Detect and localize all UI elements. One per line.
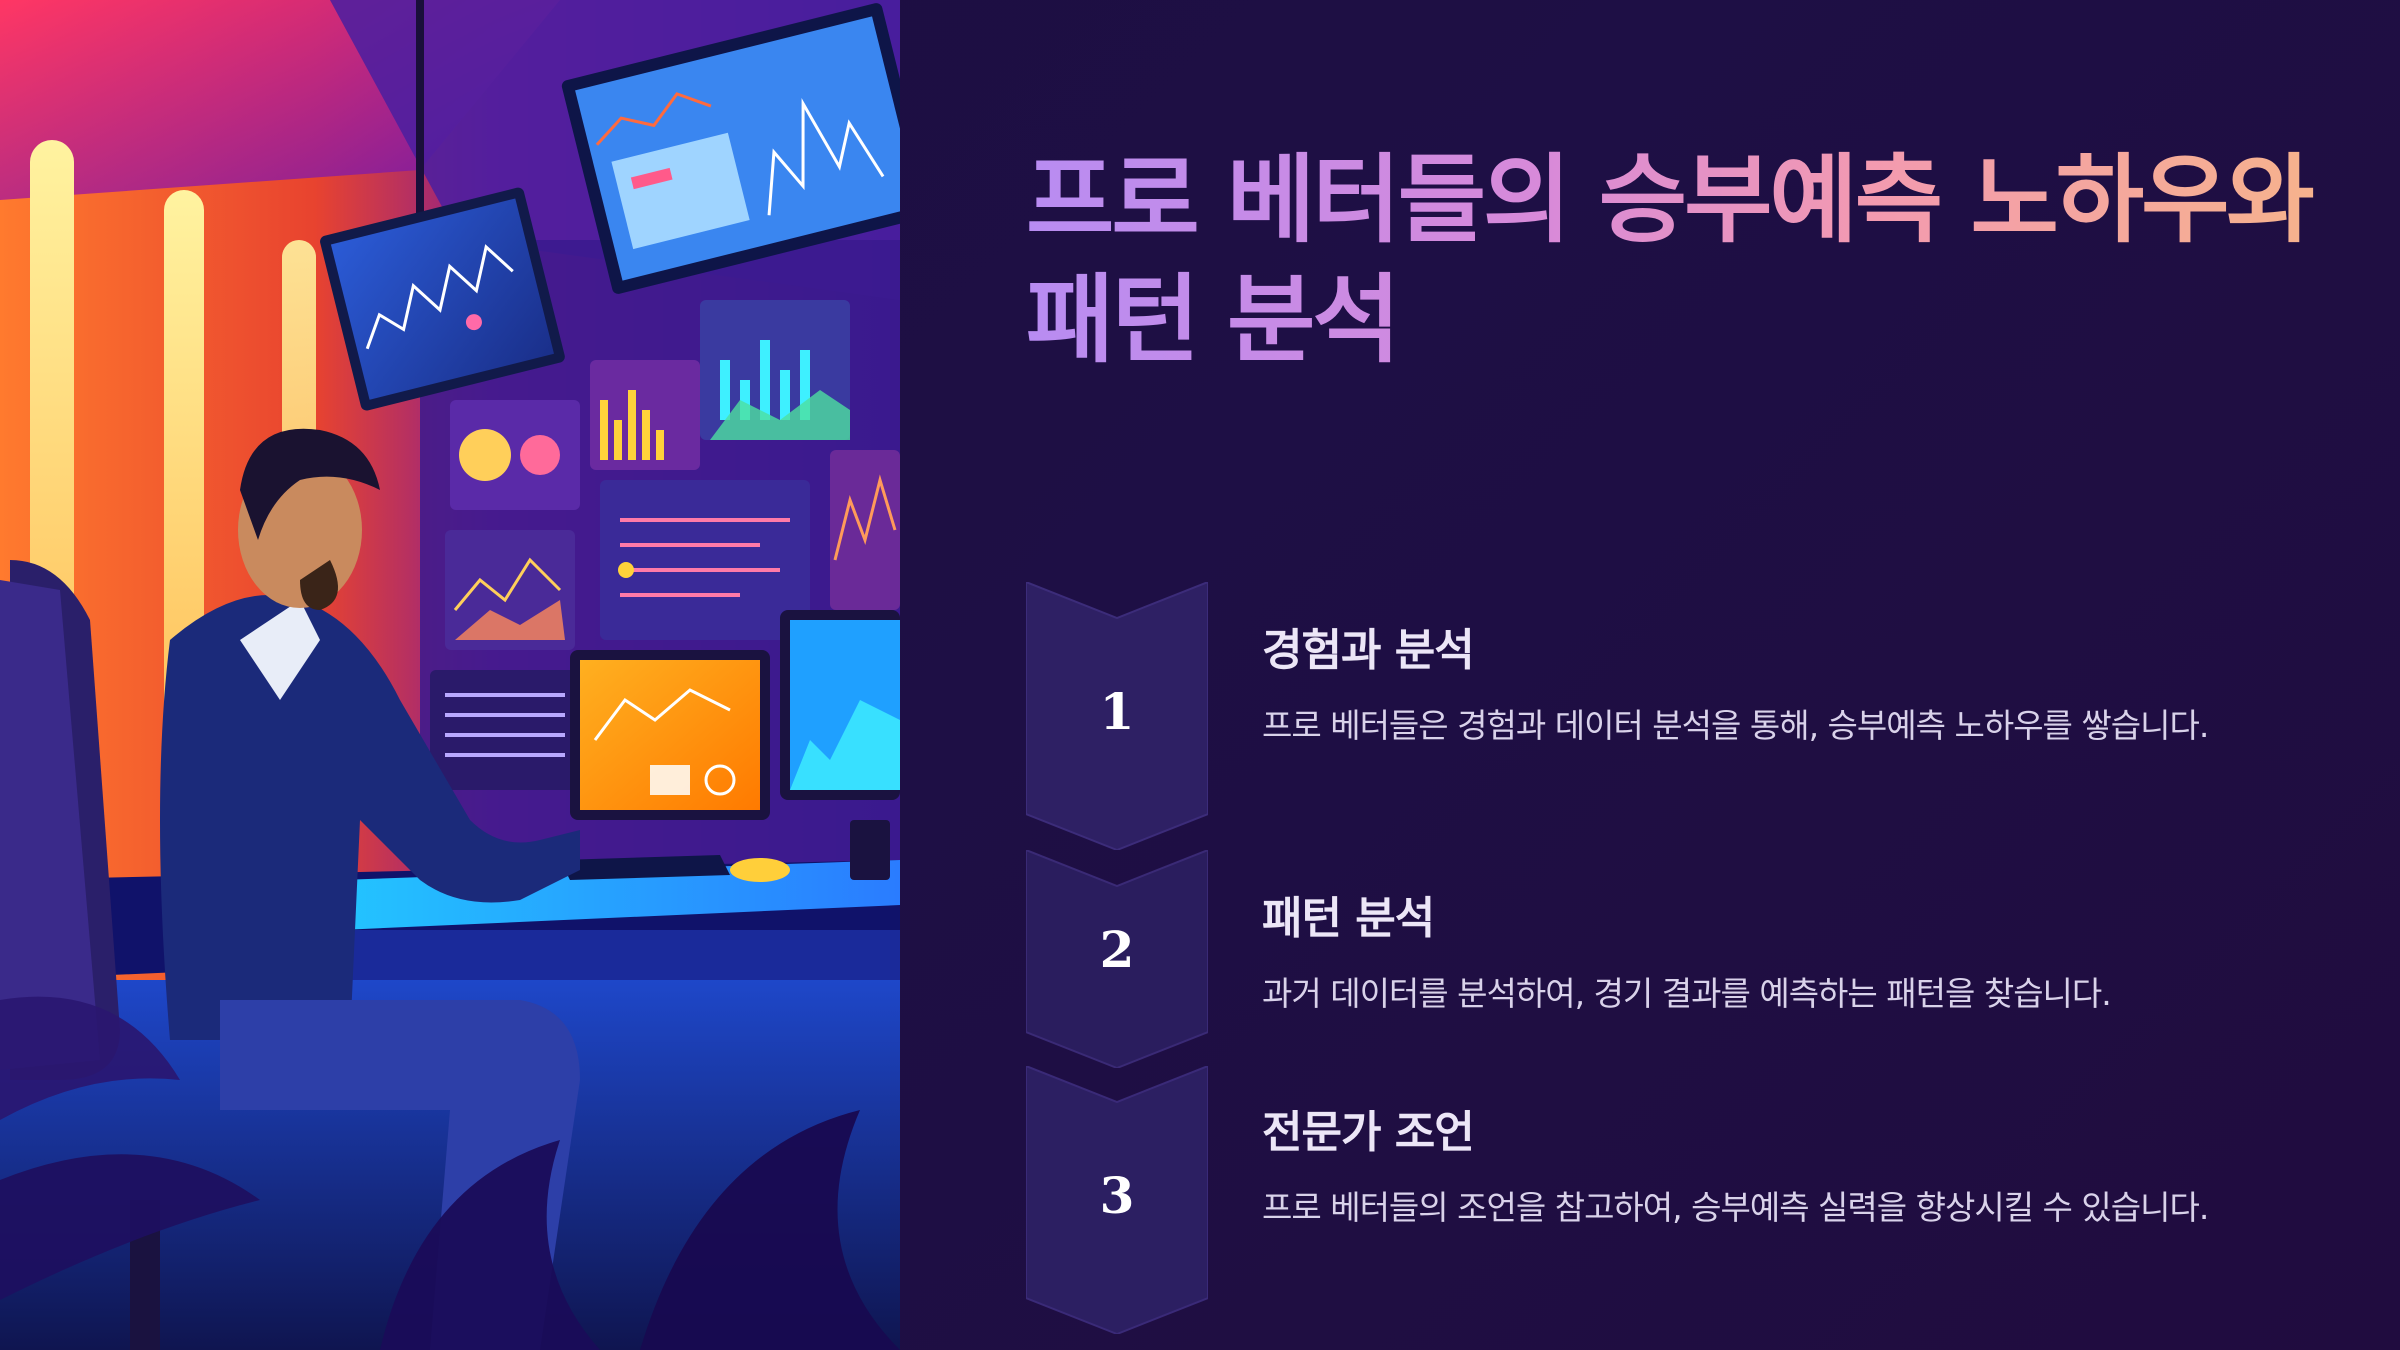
step-title-1: 경험과 분석 — [1262, 625, 1475, 676]
analyst-illustration — [0, 0, 900, 1350]
chevron-3-icon — [1026, 1066, 1208, 1334]
step-title-2: 패턴 분석 — [1262, 893, 1435, 944]
step-desc-1: 프로 베터들은 경험과 데이터 분석을 통해, 승부예측 노하우를 쌓습니다. — [1262, 706, 2209, 745]
step-number-1: 1 — [1099, 682, 1135, 741]
content-area: 프로 베터들의 승부예측 노하우와 패턴 분석 1 경험과 분석 프로 베터들은… — [1026, 140, 2326, 1334]
chevron-1-icon — [1026, 582, 1208, 850]
chevron-2-icon — [1026, 850, 1208, 1068]
step-title-3: 전문가 조언 — [1262, 1107, 1475, 1158]
trading-desk-illustration-icon — [0, 0, 900, 1350]
step-desc-2: 과거 데이터를 분석하여, 경기 결과를 예측하는 패턴을 찾습니다. — [1262, 974, 2112, 1013]
step-number-3: 3 — [1099, 1166, 1135, 1225]
page-title: 프로 베터들의 승부예측 노하우와 패턴 분석 — [1026, 140, 2326, 380]
step-desc-3: 프로 베터들의 조언을 참고하여, 승부예측 실력을 향상시킬 수 있습니다. — [1262, 1188, 2209, 1227]
step-number-2: 2 — [1099, 920, 1135, 979]
